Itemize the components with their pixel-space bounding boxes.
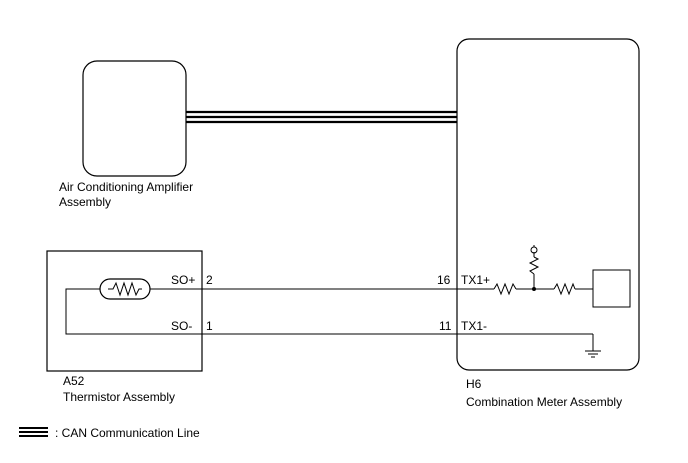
meter-pin-signal-tx1-minus: TX1- (461, 319, 487, 333)
meter-name: Combination Meter Assembly (466, 395, 622, 409)
ac-amplifier-name-line1: Air Conditioning Amplifier (59, 180, 193, 194)
meter-internal-circuit (457, 245, 631, 358)
thermistor-internal-wiring (65, 288, 202, 335)
thermistor-pin-signal-so-minus: SO- (171, 319, 192, 333)
thermistor-box (46, 250, 203, 372)
resistor-icon-1 (493, 282, 517, 296)
meter-code: H6 (466, 377, 482, 391)
can-communication-line (186, 110, 457, 124)
legend-can-line-icon (19, 427, 48, 437)
signal-wires (202, 288, 457, 335)
ac-amplifier-box (82, 60, 187, 177)
meter-pin-number-11: 11 (439, 319, 452, 333)
legend-text: : CAN Communication Line (55, 426, 200, 440)
combination-meter-box (456, 38, 640, 371)
ac-amplifier-name-line2: Assembly (59, 195, 111, 209)
thermistor-name: Thermistor Assembly (63, 390, 175, 404)
meter-pin-signal-tx1-plus: TX1+ (461, 273, 490, 287)
meter-ic-block (592, 269, 631, 308)
meter-pin-number-16: 16 (437, 273, 451, 287)
resistor-icon-2 (553, 282, 576, 296)
thermistor-pin-number-2: 2 (206, 273, 213, 287)
ground-icon (585, 350, 601, 358)
thermistor-pin-number-1: 1 (206, 319, 213, 333)
thermistor-pin-signal-so-plus: SO+ (171, 273, 195, 287)
thermistor-code: A52 (63, 374, 85, 388)
thermistor-icon (99, 278, 151, 300)
junction-dot (532, 287, 536, 291)
pullup-resistor-icon (528, 256, 540, 275)
